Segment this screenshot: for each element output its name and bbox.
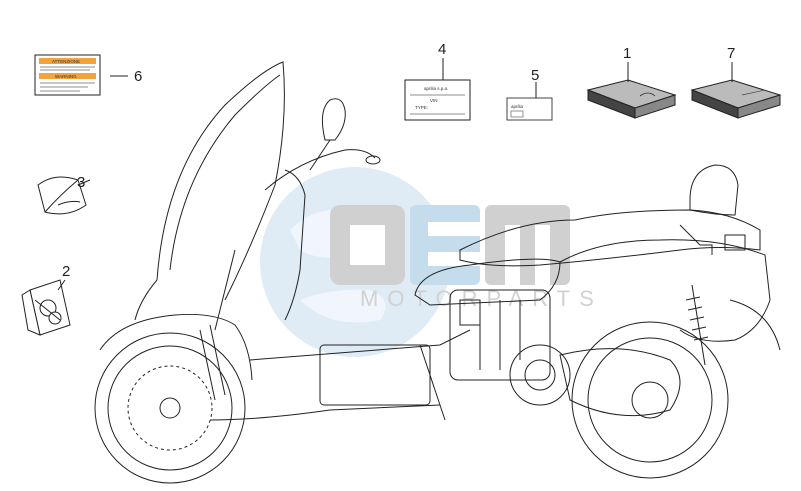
floor-frame xyxy=(249,329,471,361)
backrest xyxy=(689,164,739,216)
callout-1: 1 xyxy=(623,45,631,62)
part-4-id-plate: aprilia s.p.a. VIN TYPE: xyxy=(404,79,471,121)
engine xyxy=(449,289,571,406)
id-plate-brand: aprilia s.p.a. xyxy=(424,86,448,91)
handlebar xyxy=(264,149,376,191)
leader-line-3 xyxy=(77,179,91,186)
frame-tube xyxy=(284,169,306,321)
front-fork xyxy=(199,329,216,401)
tail-light xyxy=(724,234,746,251)
watermark-logo xyxy=(330,205,570,285)
callout-3: 3 xyxy=(77,174,85,191)
callout-4: 4 xyxy=(438,41,446,58)
part-2-tool-kit xyxy=(21,279,71,336)
rear-rim xyxy=(587,337,713,463)
steering-column xyxy=(214,249,236,331)
windshield xyxy=(156,61,285,301)
grab-rail xyxy=(679,224,713,255)
id-plate-line-1: VIN xyxy=(430,98,438,103)
id-plate-line-2: TYPE: xyxy=(415,105,428,110)
side-stand xyxy=(419,344,446,421)
callout-7: 7 xyxy=(727,45,735,62)
callout-5: 5 xyxy=(531,67,539,84)
front-rim xyxy=(107,345,233,471)
callout-6: 6 xyxy=(134,68,142,85)
scooter-drawing xyxy=(94,61,781,484)
front-hub xyxy=(159,397,181,419)
warning-title-1: ATTENZIONE xyxy=(52,59,80,64)
rear-hub xyxy=(631,381,669,419)
lower-frame xyxy=(209,404,441,421)
callout-2: 2 xyxy=(62,263,70,280)
watermark: MOTORPARTS xyxy=(260,167,594,357)
part-3-tool-bag xyxy=(37,176,87,215)
mirror-stem xyxy=(309,139,331,171)
watermark-continent xyxy=(300,289,386,323)
part-6-warning-sticker: ATTENZIONE WARNING xyxy=(34,54,101,96)
rear-tire xyxy=(571,321,729,479)
underseat-storage xyxy=(414,258,561,306)
part-1-owner-manual xyxy=(586,79,677,119)
front-fork xyxy=(209,324,226,396)
small-plate-brand: aprilia xyxy=(511,104,524,109)
rear-shock-spring xyxy=(685,296,709,341)
front-brake-disc xyxy=(127,365,213,451)
seat xyxy=(459,209,761,267)
leader-line-2 xyxy=(57,279,66,291)
cvt-housing xyxy=(559,348,681,417)
front-fender xyxy=(99,314,253,381)
rear-fender xyxy=(729,299,781,351)
warning-title-2: WARNING xyxy=(55,74,77,79)
rear-body xyxy=(559,239,771,342)
front-tire xyxy=(94,332,246,484)
windshield-inner-line xyxy=(169,74,281,271)
handlebar-grip xyxy=(365,155,381,165)
part-7-warranty-booklet xyxy=(690,79,782,119)
part-5-small-plate: aprilia xyxy=(506,97,553,121)
mirror xyxy=(321,98,346,141)
front-fairing xyxy=(134,279,158,321)
